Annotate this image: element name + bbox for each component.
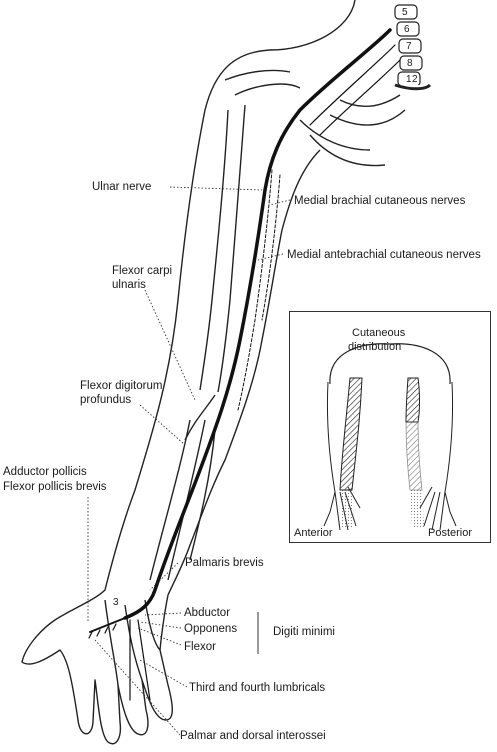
anterior-arm (323, 377, 363, 531)
label-digiti-minimi: Digiti minimi (273, 626, 335, 638)
label-palmaris-brevis: Palmaris brevis (185, 557, 264, 569)
cutaneous-distribution-inset: Cutaneous distribution Anterior Posterio… (289, 311, 491, 543)
posterior-arm (405, 377, 457, 531)
vertebra-label-0: 5 (402, 7, 408, 18)
label-third-fourth-lumbricals: Third and fourth lumbricals (189, 682, 326, 694)
inset-figures (323, 343, 457, 531)
inset-anterior: Anterior (294, 527, 333, 539)
label-medial-antebrachial: Medial antebrachial cutaneous nerves (287, 249, 481, 261)
vertebra-label-1: 6 (404, 24, 410, 35)
arm-outline (21, 0, 406, 745)
label-ulnar-nerve: Ulnar nerve (92, 181, 152, 193)
label-flexor-digitorum-1: Flexor digitorum (80, 380, 163, 392)
label-hand-number: 3 (113, 597, 119, 608)
inset-title-1: Cutaneous (352, 327, 406, 339)
label-palmar-dorsal-interossei: Palmar and dorsal interossei (180, 730, 326, 742)
label-adductor-pollicis: Adductor pollicis (3, 466, 87, 478)
label-flexor-pollicis-brevis: Flexor pollicis brevis (3, 481, 107, 493)
vertebrae-column (394, 4, 432, 91)
vertebra-label-2: 7 (406, 41, 412, 52)
label-abductor: Abductor (184, 607, 231, 619)
vertebra-label-4: 1 (406, 74, 412, 85)
vertebra-label-5: 2 (412, 74, 418, 85)
label-flexor-carpi-2: ulnaris (112, 279, 146, 291)
leader-lines (87, 186, 291, 736)
vertebra-label-3: 8 (407, 58, 413, 69)
label-opponens: Opponens (184, 623, 238, 635)
inset-posterior: Posterior (428, 527, 473, 539)
label-flexor-digitorum-2: profundus (80, 394, 132, 406)
label-flexor: Flexor (184, 641, 216, 653)
label-flexor-carpi-1: Flexor carpi (112, 265, 173, 277)
label-medial-brachial: Medial brachial cutaneous nerves (294, 195, 466, 207)
ulnar-nerve-path (88, 28, 401, 701)
